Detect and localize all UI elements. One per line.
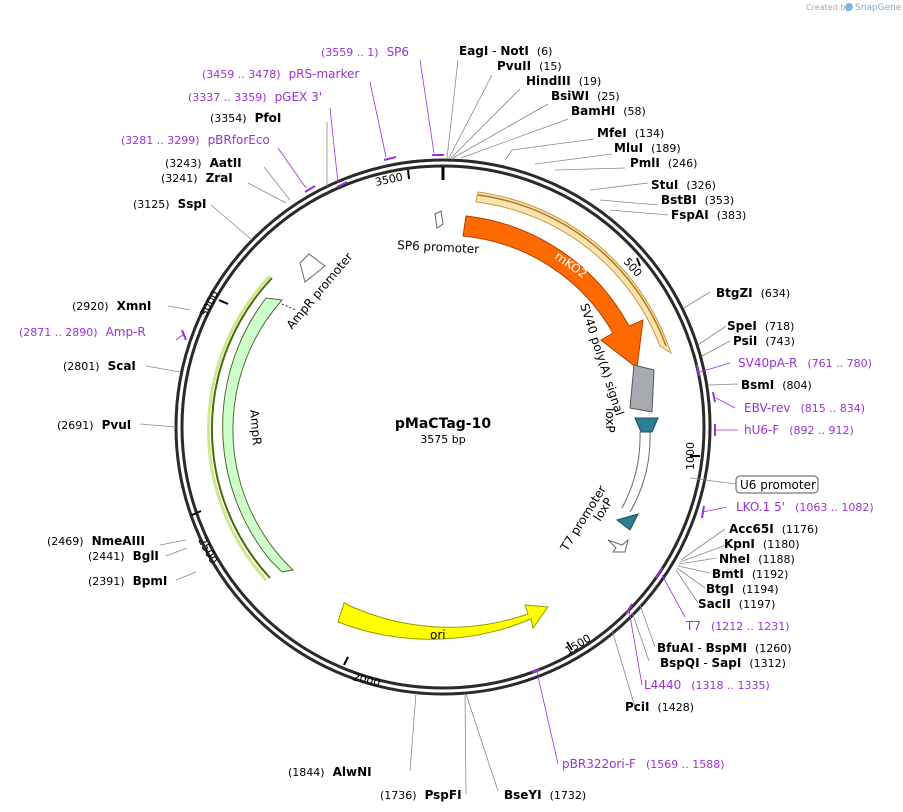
site-bfuai-bspmi[interactable]: BfuAI - BspMI(1260): [657, 641, 792, 655]
primer-pgex3[interactable]: (3337 .. 3359)pGEX 3': [188, 90, 322, 104]
plasmid-size: 3575 bp: [420, 433, 465, 446]
primer-amp-r[interactable]: (2871 .. 2890)Amp-R: [19, 325, 146, 339]
site-acc65i[interactable]: Acc65I(1176): [729, 522, 818, 536]
loxp-1-feature: [634, 417, 659, 433]
primer-t7[interactable]: T7(1212 .. 1231): [685, 619, 790, 633]
site-bpmi[interactable]: (2391)BpmI: [88, 574, 167, 588]
site-sspi[interactable]: (3125)SspI: [133, 197, 206, 211]
primer-hu6-f[interactable]: hU6-F(892 .. 912): [744, 423, 854, 437]
primer-pbr322ori-f[interactable]: pBR322ori-F(1569 .. 1588): [562, 757, 725, 771]
site-nhei[interactable]: NheI(1188): [719, 552, 795, 566]
primer-prs-marker[interactable]: (3459 .. 3478)pRS-marker: [202, 67, 359, 81]
backbone-inner: [180, 164, 706, 690]
tick-1000: 1000: [684, 442, 697, 470]
primer-sv40pa-r[interactable]: SV40pA-R(761 .. 780): [738, 356, 872, 370]
sp6-promoter-feature: [434, 210, 444, 229]
tick-2000: 2000: [351, 670, 381, 690]
primer-marks: [181, 154, 716, 673]
site-aatii[interactable]: (3243)AatII: [165, 156, 242, 170]
ori-label: ori: [430, 628, 446, 642]
t7-promoter-feature: [607, 538, 629, 553]
tick-1500: 1500: [563, 632, 594, 658]
site-bstbi[interactable]: BstBI(353): [661, 193, 734, 207]
site-fspai[interactable]: FspAI(383): [671, 208, 746, 222]
tick-marks: [191, 169, 700, 666]
site-eagi-noti[interactable]: EagI - NotI(6): [459, 44, 552, 58]
tick-3500: 3500: [374, 170, 404, 189]
ampr-cds-line: [210, 277, 273, 579]
ampr-feature: [222, 297, 295, 573]
ampr-promoter-feature: [299, 253, 326, 283]
site-bamhi[interactable]: BamHI(58): [571, 104, 646, 118]
site-btgi[interactable]: BtgI(1194): [706, 582, 779, 596]
plasmid-name: pMaCTag-10: [395, 416, 491, 432]
site-pcii[interactable]: PciI(1428): [625, 700, 694, 714]
sv40-polya-feature: [629, 364, 655, 413]
credit-brand: SnapGene: [855, 3, 902, 13]
site-stui[interactable]: StuI(326): [651, 178, 716, 192]
site-bgli[interactable]: (2441)BglI: [88, 549, 159, 563]
primer-pbrforeco[interactable]: (3281 .. 3299)pBRforEco: [121, 133, 270, 147]
loxp-1-label: loxP: [603, 408, 617, 433]
primer-leaders: [175, 59, 738, 765]
site-pfoi[interactable]: (3354)PfoI: [210, 111, 281, 125]
ori-feature: [337, 602, 549, 640]
site-alwni[interactable]: (1844)AlwNI: [288, 765, 372, 779]
site-bspqi-sapi[interactable]: BspQI - SapI(1312): [660, 656, 786, 670]
credit-prefix: Created by: [806, 3, 850, 12]
loxp-connector: [629, 431, 651, 513]
bottom-sites: (1844)AlwNI (1736)PspFI BseYI(1732): [288, 765, 586, 802]
tick-3000: 3000: [197, 289, 222, 320]
site-pvui[interactable]: (2691)PvuI: [57, 418, 131, 432]
site-pvuii[interactable]: PvuII(15): [497, 59, 562, 73]
site-kpni[interactable]: KpnI(1180): [724, 537, 799, 551]
site-scai[interactable]: (2801)ScaI: [63, 359, 136, 373]
mko2-cds-outline: [475, 191, 672, 355]
site-pmli[interactable]: PmlI(246): [630, 156, 697, 170]
snapgene-logo-icon: [845, 3, 853, 11]
site-bsiwi[interactable]: BsiWI(25): [551, 89, 620, 103]
mko2-feature: [462, 215, 644, 369]
site-xmni[interactable]: (2920)XmnI: [72, 299, 151, 313]
primer-labels: (3559 .. 1)SP6 (3459 .. 3478)pRS-marker …: [19, 45, 874, 771]
left-sites: (3354)PfoI (3243)AatII (3241)ZraI (3125)…: [47, 111, 281, 588]
site-sacii[interactable]: SacII(1197): [698, 597, 775, 611]
u6-promoter-label: U6 promoter: [740, 478, 816, 492]
u6-promoter-box[interactable]: [735, 475, 819, 494]
site-pspfi[interactable]: (1736)PspFI: [380, 788, 462, 802]
primer-lko1-5[interactable]: LKO.1 5'(1063 .. 1082): [736, 500, 874, 514]
mko2-cds-line: [477, 194, 667, 347]
primer-ebv-rev[interactable]: EBV-rev(815 .. 834): [744, 401, 865, 415]
site-bsmi[interactable]: BsmI(804): [741, 378, 812, 392]
site-bmti[interactable]: BmtI(1192): [712, 567, 788, 581]
site-hindiii[interactable]: HindIII(19): [526, 74, 601, 88]
site-btgzi[interactable]: BtgZI(634): [716, 286, 790, 300]
primer-l4440[interactable]: L4440(1318 .. 1335): [644, 678, 770, 692]
site-spei[interactable]: SpeI(718): [727, 319, 794, 333]
site-bseyi[interactable]: BseYI(1732): [504, 788, 586, 802]
right-sites: EagI - NotI(6) PvuII(15) HindIII(19) Bsi…: [459, 44, 818, 714]
site-zrai[interactable]: (3241)ZraI: [161, 171, 233, 185]
site-psii[interactable]: PsiI(743): [733, 334, 795, 348]
site-mfei[interactable]: MfeI(134): [597, 126, 664, 140]
primer-sp6[interactable]: (3559 .. 1)SP6: [321, 45, 409, 59]
site-mlui[interactable]: MluI(189): [614, 141, 681, 155]
site-leaders: [139, 59, 739, 795]
site-nmeaiii[interactable]: (2469)NmeAIII: [47, 534, 145, 548]
sp6-promoter-label: SP6 promoter: [397, 238, 480, 256]
ampr-label: AmpR: [247, 409, 264, 446]
loxp-2-feature: [615, 513, 639, 531]
tick-2500: 2500: [195, 535, 220, 566]
